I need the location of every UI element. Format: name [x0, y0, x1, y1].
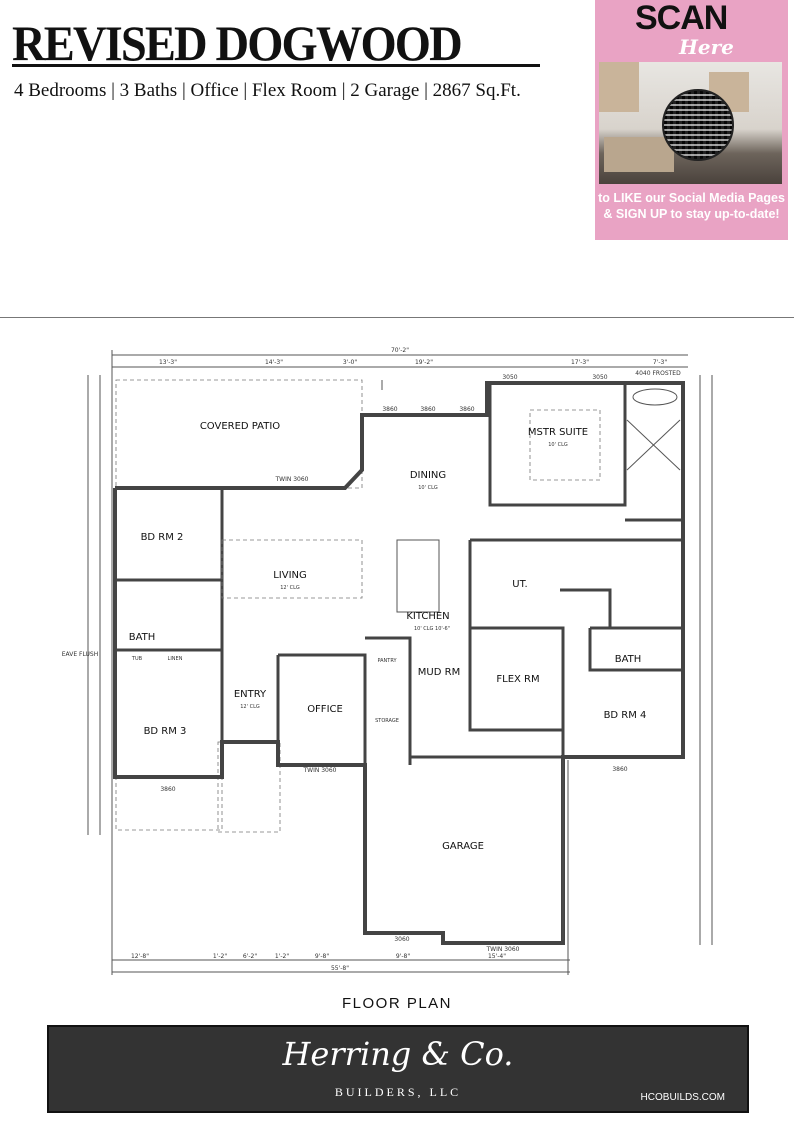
plan-linework	[588, 628, 683, 672]
eave-note: EAVE FLUSH	[62, 651, 99, 658]
room-flex: FLEX RM	[496, 674, 539, 685]
room-garage: GARAGE	[442, 841, 484, 852]
room-bedroom-4: BD RM 4	[604, 710, 647, 721]
room-bedroom-2: BD RM 2	[141, 532, 184, 543]
dim-bottom: 1'-2"	[275, 953, 289, 960]
side-porch-outline	[115, 776, 223, 831]
dim-overall-top: 70'-2"	[391, 347, 409, 354]
window-tag: TWIN 3060	[302, 767, 336, 774]
room-bath-right: BATH	[615, 654, 642, 665]
covered-patio-outline	[115, 379, 363, 489]
scan-heading: SCAN	[635, 0, 728, 37]
dim-top: 19'-2"	[415, 359, 433, 366]
tub-label: TUB	[131, 656, 143, 662]
plan-linework	[626, 419, 681, 471]
kitchen-photo	[599, 62, 782, 184]
builder-subtitle: BUILDERS, LLC	[334, 1085, 462, 1099]
dim-top: 13'-3"	[159, 359, 177, 366]
dim-top: 14'-3"	[265, 359, 283, 366]
window-tag: 3050	[592, 374, 607, 381]
window-tag: 3860	[459, 406, 474, 413]
exterior-wall	[113, 381, 685, 945]
ceiling-note: 12' CLG	[240, 704, 260, 710]
plan-specs: 4 Bedrooms | 3 Baths | Office | Flex Roo…	[14, 80, 521, 101]
cabinet-shape	[599, 62, 639, 112]
window-tag: 4040 FROSTED	[635, 370, 681, 377]
plan-linework	[278, 653, 367, 765]
builder-footer: Herring & Co. BUILDERS, LLC HCOBUILDS.CO…	[47, 1025, 749, 1113]
dim-bottom: 6'-2"	[243, 953, 257, 960]
dim-bottom: 9'-8"	[315, 953, 329, 960]
room-entry: ENTRY	[234, 689, 267, 700]
dim-bottom: 9'-8"	[396, 953, 410, 960]
room-master-suite: MSTR SUITE	[528, 427, 588, 438]
living-ceiling-outline	[221, 539, 363, 599]
plan-name-title: REVISED DOGWOOD	[12, 15, 463, 71]
ceiling-note: 10' CLG	[418, 485, 438, 491]
plan-linework	[560, 588, 612, 628]
dim-bottom: 15'-4"	[488, 953, 506, 960]
window-tag: 3860	[612, 766, 627, 773]
ceiling-note: 12' CLG	[280, 585, 300, 591]
room-covered-patio: COVERED PATIO	[200, 421, 280, 432]
room-kitchen: KITCHEN	[406, 611, 449, 622]
window-tag: 3060	[394, 936, 409, 943]
room-mud: MUD RM	[418, 667, 460, 678]
room-dining: DINING	[410, 470, 446, 481]
room-bath-left: BATH	[129, 632, 156, 643]
window-tag: 3050	[502, 374, 517, 381]
room-utility: UT.	[512, 579, 527, 590]
pantry-label: PANTRY	[377, 658, 397, 664]
dimension-lines	[87, 350, 713, 975]
storage-label: STORAGE	[375, 718, 399, 724]
ceiling-note: 10' CLG 10'-6"	[414, 626, 450, 632]
dim-top: 17'-3"	[571, 359, 589, 366]
front-porch-outline	[217, 741, 281, 833]
builder-logo: Herring & Co.	[282, 1035, 514, 1073]
website-link[interactable]: HCOBUILDS.COM	[640, 1092, 725, 1103]
room-living: LIVING	[273, 570, 307, 581]
plan-linework	[488, 383, 627, 507]
section-divider	[0, 317, 794, 318]
master-tray-ceiling	[529, 409, 601, 481]
room-office: OFFICE	[307, 704, 343, 715]
window-tag: TWIN 3060	[485, 946, 519, 953]
room-bedroom-3: BD RM 3	[144, 726, 187, 737]
ceiling-note: 10' CLG	[548, 442, 568, 448]
dim-top: 7'-3"	[653, 359, 667, 366]
interior-walls	[115, 383, 683, 765]
kitchen-island	[396, 539, 440, 613]
freestanding-tub	[632, 388, 678, 406]
window-tag: 3860	[160, 786, 175, 793]
here-script: Here	[679, 35, 734, 59]
dim-bottom: 1'-2"	[213, 953, 227, 960]
island-shape	[604, 137, 674, 172]
dim-top: 3'-0"	[343, 359, 357, 366]
window-tag: 3860	[420, 406, 435, 413]
linen-label: LINEN	[168, 656, 183, 662]
title-underline	[12, 64, 540, 67]
promo-message: to LIKE our Social Media Pages & SIGN UP…	[598, 191, 785, 221]
dim-bottom: 12'-8"	[131, 953, 149, 960]
qr-code[interactable]	[662, 89, 734, 161]
plan-linework	[365, 636, 412, 765]
floor-plan-caption: FLOOR PLAN	[341, 995, 453, 1012]
qr-promo-card[interactable]: SCAN Here to LIKE our Social Media Pages…	[595, 0, 788, 240]
dim-overall-bottom: 55'-8"	[331, 965, 349, 972]
window-tag: TWIN 3060	[274, 476, 308, 483]
window-tag: 3860	[382, 406, 397, 413]
